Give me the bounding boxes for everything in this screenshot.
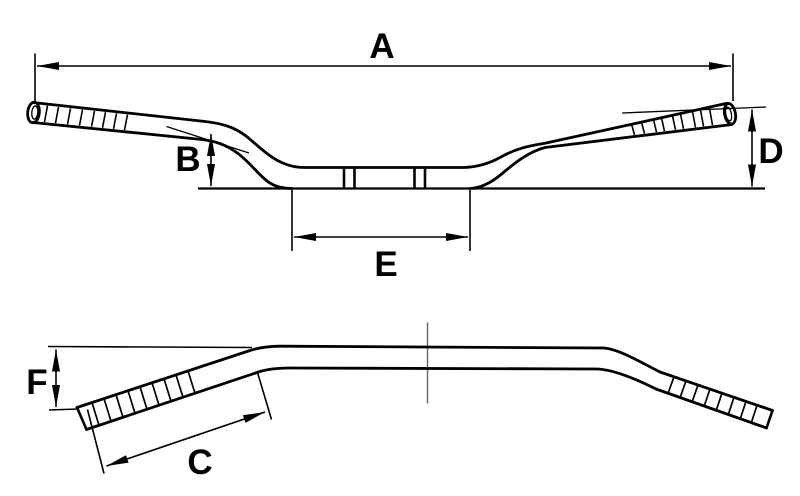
knurl-mark	[640, 121, 646, 134]
left-grip-end-bore	[31, 105, 39, 120]
knurl-mark	[163, 378, 172, 402]
knurl-mark	[54, 106, 60, 124]
dim-label-A: A	[369, 27, 394, 66]
right-grip-end-cap	[722, 102, 738, 126]
knurl-mark	[101, 112, 107, 128]
knurl-mark	[679, 380, 687, 399]
dimension-arrow-C	[106, 411, 266, 467]
knurl-mark	[78, 109, 84, 126]
knurl-mark	[187, 370, 196, 394]
dim-label-F: F	[26, 363, 47, 402]
handlebar-top-edge-plan	[75, 344, 774, 412]
left-grip-end-edge	[75, 406, 88, 431]
knurl-mark	[630, 123, 636, 136]
knurl-mark	[691, 111, 697, 128]
knurl-mark	[115, 394, 124, 418]
knurl-mark	[151, 382, 160, 406]
dimension-A: A	[34, 27, 734, 102]
handlebar-bottom-edge-front	[31, 121, 294, 190]
clamp-area-marks	[342, 168, 427, 188]
knurl-mark	[679, 113, 685, 129]
knurl-mark	[699, 109, 705, 127]
extension-line	[86, 409, 105, 474]
dim-label-B: B	[175, 140, 200, 179]
knurl-mark	[43, 105, 49, 123]
right-grip-knurl-rings	[630, 107, 714, 136]
knurl-mark	[750, 404, 758, 425]
knurl-mark	[90, 110, 96, 127]
knurl-mark	[660, 117, 666, 132]
front-view: A B D E	[26, 27, 784, 284]
dim-label-C: C	[187, 443, 212, 482]
left-grip-end-cap	[26, 100, 41, 125]
knurl-mark	[103, 398, 112, 422]
knurl-mark	[91, 402, 100, 426]
dimension-D: D	[621, 106, 784, 187]
knurl-mark	[667, 376, 675, 394]
dimension-B: B	[166, 125, 250, 186]
top-view: F C	[26, 322, 774, 482]
extension-line	[47, 345, 253, 349]
knurl-mark	[739, 401, 747, 420]
dimension-F: F	[26, 345, 253, 411]
knurl-mark	[112, 113, 118, 130]
handlebar-bottom-edge-plan	[85, 366, 768, 431]
knurl-mark	[66, 108, 72, 125]
knurl-mark	[652, 119, 658, 133]
knurl-mark	[127, 390, 136, 414]
knurl-mark	[708, 107, 714, 126]
left-grip-knurl-plan	[91, 370, 196, 426]
knurl-mark	[139, 386, 148, 410]
dim-label-D: D	[758, 132, 783, 171]
knurl-mark	[691, 384, 699, 403]
knurl-mark	[671, 115, 677, 130]
knurl-mark	[727, 397, 735, 416]
handlebar-bottom-edge-front-right	[468, 123, 734, 190]
right-grip-end-bore	[724, 106, 733, 122]
knurl-mark	[175, 374, 184, 398]
knurl-mark	[703, 388, 711, 407]
handlebar-top-edge-front	[31, 101, 729, 169]
knurl-mark	[715, 392, 723, 412]
extension-line	[48, 408, 79, 411]
dimension-E: E	[291, 190, 471, 284]
knurl-mark	[123, 114, 129, 131]
dimension-C: C	[86, 372, 273, 482]
tangent-line	[621, 106, 767, 114]
extension-line	[256, 372, 273, 420]
dim-label-E: E	[374, 245, 397, 284]
left-grip-knurl-rings	[43, 105, 129, 131]
right-grip-knurl-plan	[667, 376, 758, 425]
right-grip-end-edge	[765, 409, 774, 430]
